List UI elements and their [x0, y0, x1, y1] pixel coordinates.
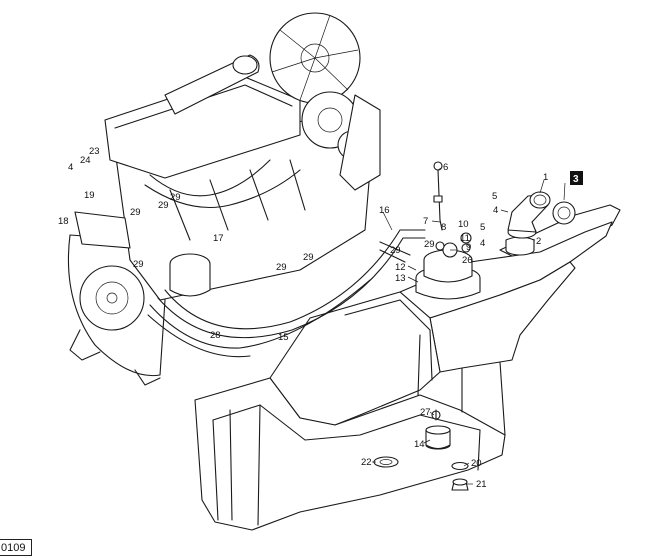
callout-3-highlighted: 3	[570, 171, 583, 185]
callout-4a: 4	[493, 205, 498, 216]
callout-20: 20	[471, 458, 482, 469]
callout-26: 26	[462, 255, 473, 266]
callout-labels: 1 2 3 4 4 4 5 5 6 7 8 9 10 11 12 13 14 1…	[58, 146, 583, 490]
svg-text:3: 3	[573, 174, 579, 185]
callout-29d: 29	[133, 259, 144, 270]
callout-29b: 29	[130, 207, 141, 218]
callout-18: 18	[58, 216, 69, 227]
callout-4b: 4	[480, 238, 485, 249]
callout-12: 12	[395, 262, 406, 273]
callout-2: 2	[536, 236, 541, 247]
callout-5a: 5	[492, 191, 497, 202]
callout-9: 9	[466, 242, 471, 253]
callout-5b: 5	[480, 222, 485, 233]
callout-29c: 29	[158, 200, 169, 211]
callout-29a: 29	[170, 192, 181, 203]
callout-17: 17	[213, 233, 224, 244]
callout-29f: 29	[303, 252, 314, 263]
fuel-tank	[194, 204, 621, 531]
callout-16: 16	[379, 205, 390, 216]
callout-23: 23	[89, 146, 100, 157]
callout-4c: 4	[68, 162, 73, 173]
callout-29e: 29	[276, 262, 287, 273]
callout-15: 15	[278, 332, 289, 343]
callout-leaders	[372, 167, 566, 485]
callout-7: 7	[423, 216, 428, 227]
callout-11: 11	[460, 233, 470, 244]
callout-24: 24	[80, 155, 91, 166]
callout-22: 22	[361, 457, 372, 468]
callout-8: 8	[441, 222, 446, 233]
figure-reference-code: 0109	[0, 539, 33, 556]
callout-14: 14	[414, 439, 425, 450]
tank-sender-unit	[415, 161, 481, 300]
engine-block	[67, 12, 381, 386]
callout-19: 19	[84, 190, 95, 201]
filler-neck-assembly	[505, 191, 576, 256]
callout-29g: 29	[390, 245, 401, 256]
callout-6: 6	[443, 162, 448, 173]
fuel-hoses	[147, 229, 426, 358]
callout-27: 27	[420, 407, 431, 418]
callout-10: 10	[458, 219, 469, 230]
callout-21: 21	[476, 479, 487, 490]
bottom-fittings	[373, 409, 469, 491]
callout-28: 28	[210, 330, 221, 341]
callout-1: 1	[543, 172, 548, 183]
callout-29h: 29	[424, 239, 435, 250]
callout-13: 13	[395, 273, 406, 284]
